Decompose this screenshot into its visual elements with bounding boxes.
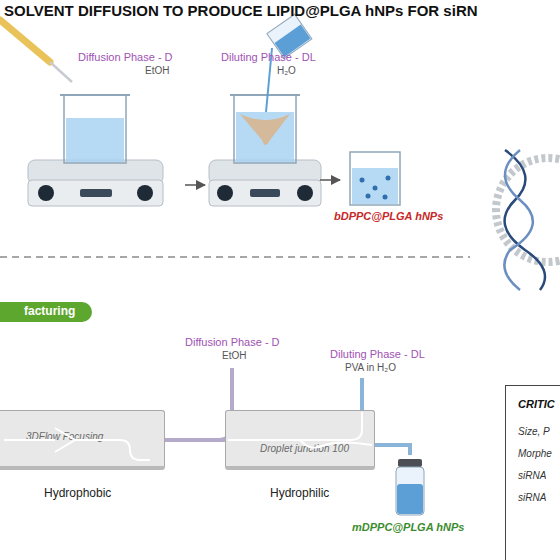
section-divider [0,256,470,258]
pipette-body [0,20,50,62]
node-label: bDPPC@PLGA hNPs [334,210,443,223]
criteria-box: CRITIC Size, P Morphe siRNA siRNA [505,385,560,560]
hotplate-display [250,189,280,197]
hotplate-knob [38,185,54,201]
node-label: Diluting Phase - DL [221,51,316,64]
section-tag: facturing [0,302,92,322]
beaker-liquid [236,112,294,162]
node-label: mDPPC@PLGA hNPs [352,521,464,534]
phase-label: EtOH [222,350,246,362]
node-sublabel: Morphe [518,448,552,460]
beaker-liquid [66,118,124,162]
phase-label: Diluting Phase - DL [330,348,425,361]
process-step: Diluting Phase - DLH₂O [205,45,320,210]
node-label: Droplet junction 100 [260,443,349,455]
vial-liquid [397,484,423,514]
node-sublabel: siRNA [518,470,546,482]
hotplate-knob [137,185,153,201]
pipette-tip [50,62,72,82]
vial-cap [398,459,422,467]
microchannel [228,412,372,448]
phase-label: PVA in H₂O [345,362,396,374]
dna-strand [505,150,545,290]
beaker-lip [230,94,300,96]
node-sublabel: EtOH [145,65,169,77]
node-label: facturing [24,305,75,319]
node-sublabel: Size, P [518,426,550,438]
beaker-liquid [352,168,398,204]
hotplate-knob [217,185,233,201]
node-sublabel: siRNA [518,492,546,504]
nanoparticle [366,194,371,199]
node-sublabel: Hydrophilic [270,487,329,501]
flow-arrow [185,184,205,186]
flow-arrow [320,179,340,181]
vial-glass [396,467,424,515]
nanoparticle [386,176,391,181]
phase-label: Diffusion Phase - D [185,336,280,349]
beaker-lip [60,94,130,96]
node-label: Diffusion Phase - D [78,51,173,64]
hotplate-front [28,180,163,206]
product-beaker: bDPPC@PLGA hNPs [340,140,455,230]
inlet-tube [360,378,364,410]
nanoparticle [373,186,378,191]
dna-strand [504,150,532,290]
node-sublabel: Hydrophobic [44,487,111,501]
node-label: 3DFlow Focusing [26,431,103,443]
microchannel [4,428,150,460]
beaker-glass [234,95,296,163]
tube-connector [165,438,225,442]
hotplate-knob [297,185,313,201]
diagram-title: SOLVENT DIFFUSION TO PRODUCE LIPID@PLGA … [4,2,478,19]
beaker-glass [64,95,126,163]
vortex [240,114,290,145]
microfluidic-chip: 3DFlow FocusingHydrophobic [0,410,165,470]
nanoparticle [360,178,365,183]
hotplate-display [80,189,112,197]
hotplate-front [209,180,321,206]
nanoparticle [383,195,388,200]
node-label: CRITIC [518,398,555,411]
beaker-glass [350,152,400,205]
node-sublabel: H₂O [277,65,296,77]
process-step: Diffusion Phase - DEtOH [20,45,185,210]
product-vial: mDPPC@PLGA hNPs [350,455,470,535]
microfluidic-chip: Droplet junction 100Hydrophilic [225,410,375,470]
tube-connector [375,445,410,455]
